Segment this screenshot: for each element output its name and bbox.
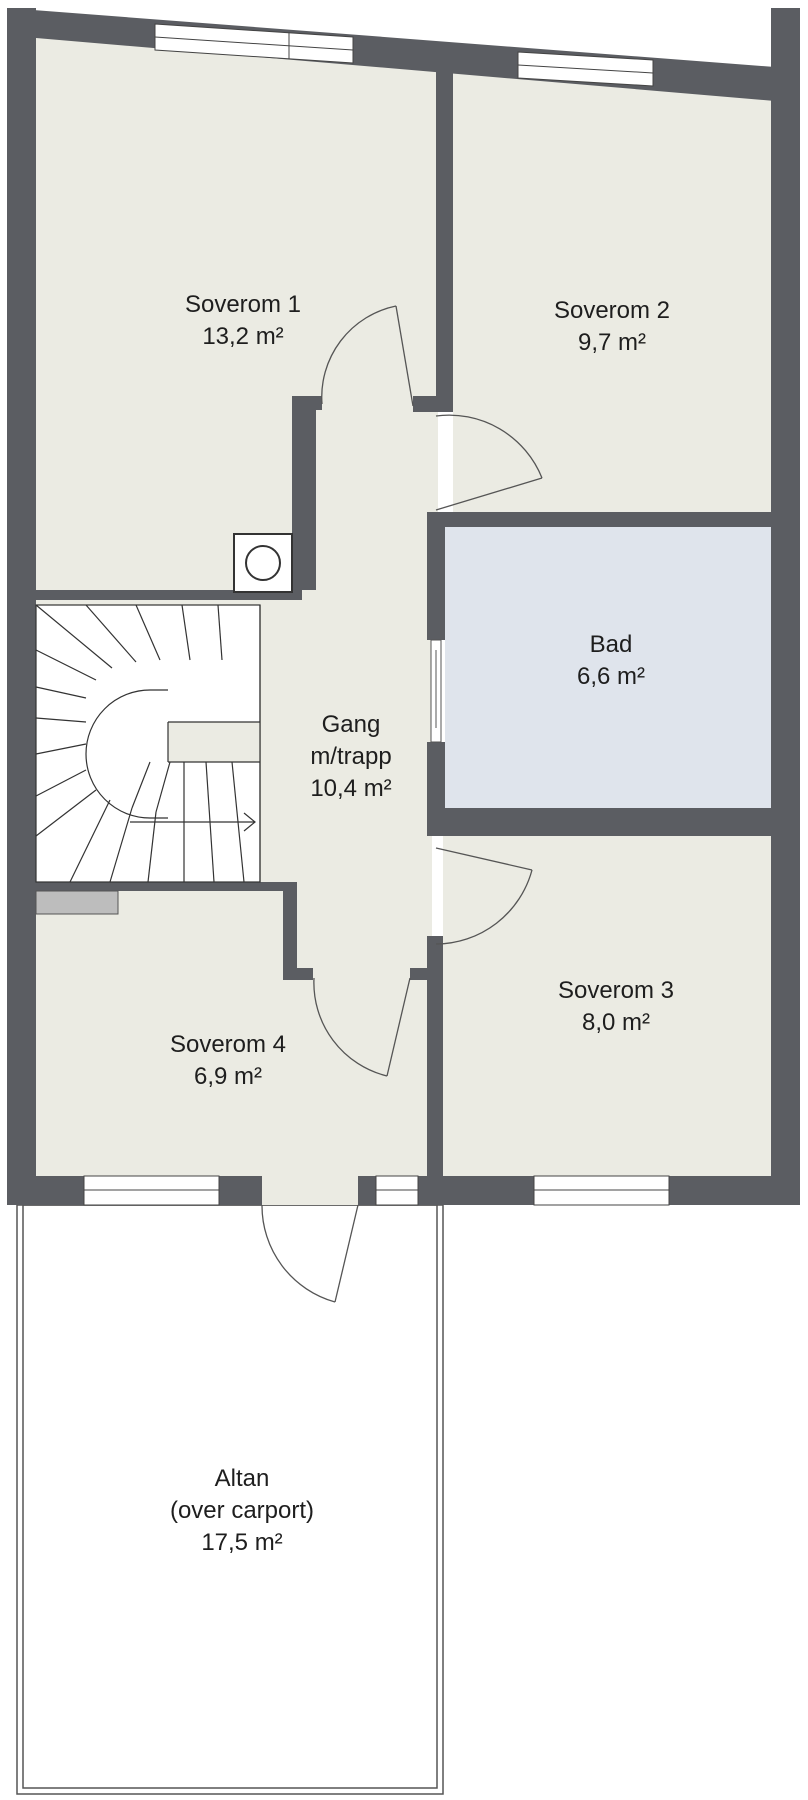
wall-s1-gang [292,396,316,590]
wall-stair-bottom [36,882,292,891]
floor-soverom-2 [453,62,771,512]
room-area-soverom-4: 6,9 m² [194,1063,262,1090]
wall-bad-left-upper [427,512,445,640]
wall-s3-corner [410,968,443,980]
doors [261,305,543,1303]
room-label-soverom-1: Soverom 1 [185,291,301,318]
cabinet [35,890,119,915]
wall-s3-left [427,936,443,1180]
room-area-soverom-3: 8,0 m² [582,1009,650,1036]
room-area-altan: 17,5 m² [201,1529,282,1556]
room-label-soverom-2: Soverom 2 [554,297,670,324]
wall-s1-s2 [436,62,453,412]
wall-s4-gang [283,882,297,978]
room-area-gang: 10,4 m² [310,775,391,802]
room-label-soverom-3: Soverom 3 [558,977,674,1004]
wall-bad-top [427,512,771,527]
door-soverom-2 [435,414,543,511]
wall-right [771,8,800,1205]
wall-bad-bottom [427,808,771,836]
staircase [35,604,261,883]
stair-handrail [85,689,168,819]
stair-landing [168,722,260,762]
wall-s4-corner [283,968,313,980]
bathroom-sliding-door [430,639,442,743]
floor-soverom-3 [443,836,771,1181]
door-altan [261,1204,359,1303]
room-label-bad: Bad [590,631,633,658]
floor-soverom-4 [36,890,426,1181]
stair-direction-arrow [130,812,256,832]
door-soverom-3 [435,847,533,945]
balcony-door-opening [262,1176,358,1205]
room-label-gang-sub: m/trapp [310,743,391,770]
room-area-soverom-2: 9,7 m² [578,329,646,356]
room-area-soverom-1: 13,2 m² [202,323,283,350]
wall-s1-bottom [36,590,302,600]
wall-left [7,8,36,1205]
floor-bad [445,527,771,808]
room-label-soverom-4: Soverom 4 [170,1031,286,1058]
room-label-altan: Altan [215,1465,270,1492]
room-area-bad: 6,6 m² [577,663,645,690]
room-label-altan-sub: (over carport) [170,1497,314,1524]
room-labels: Soverom 1 13,2 m² Soverom 2 9,7 m² Bad 6… [170,291,674,1556]
chimney [233,533,293,593]
wall-s1-corner [413,396,453,412]
room-label-gang: Gang [322,711,381,738]
wall-right-top [771,8,800,108]
door-soverom-4 [313,977,411,1077]
windows [83,23,670,1206]
window-divider [154,36,354,51]
door-soverom-1 [321,305,414,407]
window-divider [517,64,654,74]
wall-s1-gang-cap [292,396,322,410]
